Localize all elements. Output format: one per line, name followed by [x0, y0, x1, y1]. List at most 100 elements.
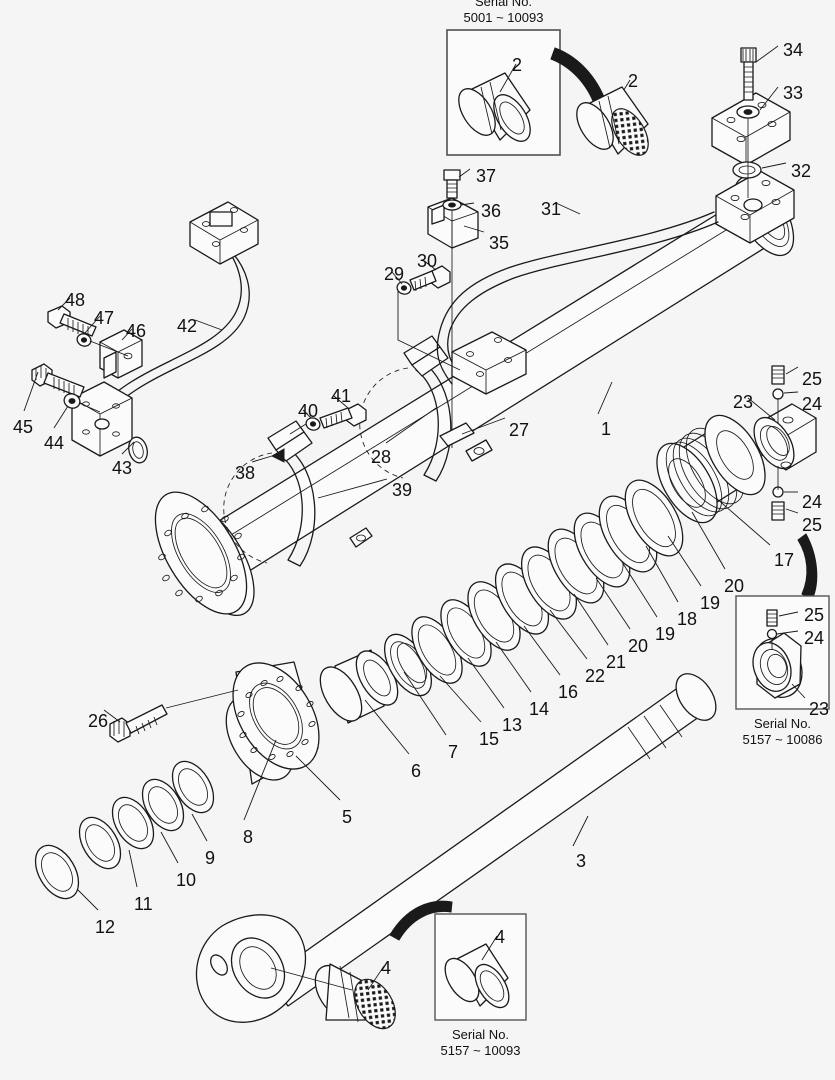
callout-number-25: 25: [802, 515, 823, 535]
callout-number-3: 3: [576, 851, 587, 871]
callout-number-14: 14: [529, 699, 550, 719]
bolt-41: [319, 403, 367, 429]
callout-number-4: 4: [495, 927, 506, 947]
bolt-37: [443, 169, 461, 199]
bushing-4-boxed: [444, 943, 510, 1009]
clamp-band-rear-39: [223, 420, 373, 567]
callout-number-38: 38: [235, 463, 256, 483]
callout-number-34: 34: [783, 40, 804, 60]
callout-number-46: 46: [126, 321, 147, 341]
needle-bearing-4: [314, 963, 396, 1030]
callout-number-48: 48: [65, 290, 86, 310]
callout-number-17: 17: [774, 550, 795, 570]
callout-number-19: 19: [700, 593, 721, 613]
callout-number-11: 11: [134, 894, 153, 914]
callout-number-10: 10: [176, 870, 197, 890]
callout-number-39: 39: [392, 480, 413, 500]
left-port-block: [71, 381, 133, 457]
callout-number-28: 28: [371, 447, 392, 467]
bolt-34: [740, 47, 757, 101]
bushing-2-knurled: [576, 86, 649, 156]
callout-number-42: 42: [177, 316, 198, 336]
callout-number-29: 29: [384, 264, 405, 284]
washer-40: [305, 417, 321, 431]
set-screw-25-top: [771, 365, 785, 385]
serial-caption-serial-box-bottom: Serial No.5157 ~ 10093: [416, 1027, 545, 1060]
callout-number-12: 12: [95, 917, 116, 937]
upper-mount-block: [711, 92, 791, 166]
callout-number-15: 15: [479, 729, 500, 749]
callout-number-20: 20: [628, 636, 649, 656]
leader-lines: [23, 45, 806, 991]
callout-number-23: 23: [733, 392, 754, 412]
o-ring-32: [732, 161, 762, 179]
callout-number-16: 16: [558, 682, 579, 702]
bolt-26: [109, 704, 168, 743]
callout-number-25: 25: [802, 369, 823, 389]
bolt-45: [31, 363, 85, 398]
callout-number-21: 21: [606, 652, 627, 672]
callout-number-18: 18: [677, 609, 698, 629]
callout-number-24: 24: [804, 628, 825, 648]
clip-bracket-46: [99, 329, 143, 379]
serial-caption-line1: Serial No.: [753, 716, 812, 731]
callout-number-25: 25: [804, 605, 825, 625]
ball-24-top: [772, 388, 784, 400]
washer-44: [63, 393, 81, 409]
callout-number-35: 35: [489, 233, 510, 253]
callout-number-23: 23: [809, 699, 830, 719]
clamp-band-front-27: [359, 335, 493, 482]
callout-number-45: 45: [13, 417, 34, 437]
callout-number-41: 41: [331, 386, 352, 406]
callout-number-5: 5: [342, 807, 353, 827]
set-screw-25-boxed: [766, 609, 778, 627]
washer-33: [736, 105, 760, 119]
serial-box-right-group: [735, 595, 830, 710]
callout-number-22: 22: [585, 666, 606, 686]
bracket-35: [427, 197, 479, 249]
serial-caption-line2: 5001 ~ 10093: [463, 10, 544, 26]
callout-number-9: 9: [205, 848, 216, 868]
hydraulic-tube-31: [436, 211, 719, 395]
callout-number-37: 37: [476, 166, 497, 186]
serial-caption-line2: 5157 ~ 10086: [742, 732, 823, 748]
small-seal-rings: [34, 760, 215, 900]
serial-caption-line1: Serial No.: [474, 0, 533, 9]
callout-number-43: 43: [112, 458, 133, 478]
callout-number-6: 6: [411, 761, 422, 781]
bushing-6: [319, 649, 399, 724]
serial-caption-serial-box-right: Serial No.5157 ~ 10086: [717, 716, 835, 749]
callout-number-19: 19: [655, 624, 676, 644]
callout-number-36: 36: [481, 201, 502, 221]
callout-number-44: 44: [44, 433, 65, 453]
cylinder-rear-cap: [154, 491, 255, 616]
callout-number-24: 24: [802, 394, 823, 414]
callout-number-7: 7: [448, 742, 459, 762]
callout-number-31: 31: [541, 199, 562, 219]
callout-number-8: 8: [243, 827, 254, 847]
piston-packing-17: [656, 414, 766, 524]
serial-box-bottom-group: [434, 913, 527, 1021]
bolt-30: [409, 265, 451, 292]
callout-number-40: 40: [298, 401, 319, 421]
callout-number-26: 26: [88, 711, 109, 731]
callout-number-27: 27: [509, 420, 530, 440]
washer-47: [76, 333, 92, 347]
washer-29: [396, 281, 412, 295]
o-ring-43: [128, 436, 148, 464]
seal-ring-stack: [411, 479, 684, 684]
callout-number-2: 2: [512, 55, 523, 75]
ball-24-boxed: [766, 628, 778, 640]
callout-number-33: 33: [783, 83, 804, 103]
serial-box-top-group: [446, 29, 561, 156]
callout-number-2: 2: [628, 71, 639, 91]
serial-caption-serial-box-top: Serial No.5001 ~ 10093: [429, 0, 578, 27]
callout-number-4: 4: [381, 958, 392, 978]
serial-caption-line1: Serial No.: [451, 1027, 510, 1042]
callout-number-47: 47: [94, 308, 115, 328]
bushing-2-boxed: [458, 72, 531, 142]
hex-nut-23: [753, 403, 817, 471]
gland-head-5: [225, 661, 320, 785]
callout-number-1: 1: [601, 419, 612, 439]
